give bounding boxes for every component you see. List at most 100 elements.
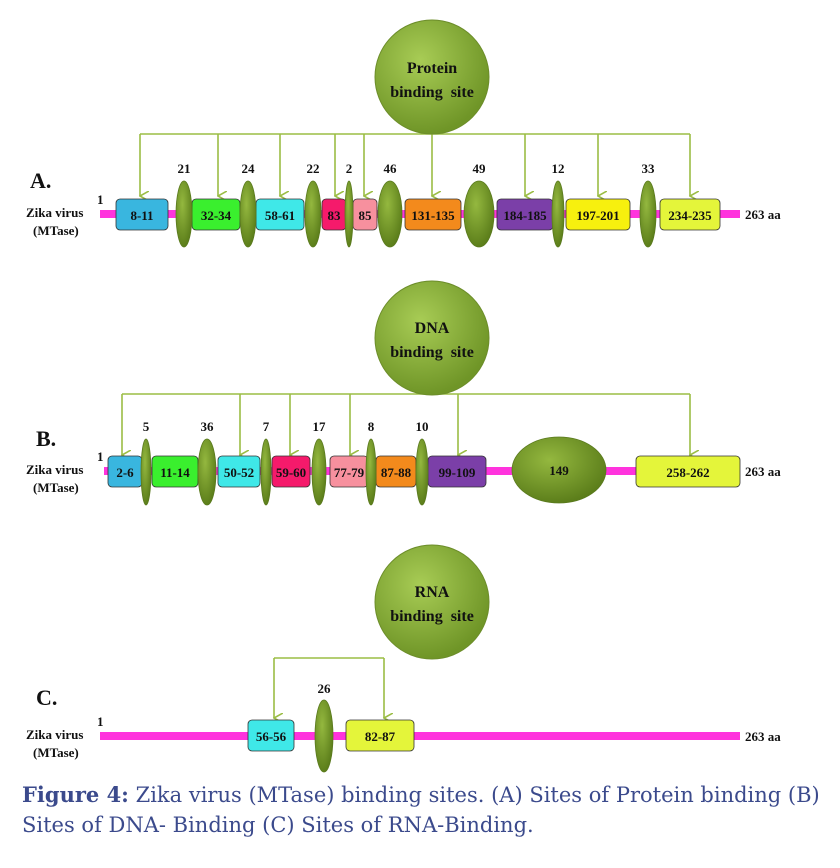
seq-sub: (MTase): [33, 223, 79, 238]
svg-text:5: 5: [143, 419, 150, 434]
panel-dna: DNA binding site B. 1 263 aa Zika virus …: [26, 280, 781, 506]
seq-sub: (MTase): [33, 480, 79, 495]
svg-text:83: 83: [328, 208, 342, 223]
svg-text:77-79: 77-79: [334, 465, 365, 480]
site-box: 2-6: [107, 455, 143, 488]
site-ellipse: 26: [314, 681, 334, 773]
site-box: 8-11: [115, 198, 169, 231]
svg-text:197-201: 197-201: [576, 208, 619, 223]
panel-label: A.: [30, 168, 51, 193]
site-box: 85: [352, 198, 378, 231]
seq-name: Zika virus: [26, 727, 83, 742]
svg-text:33: 33: [642, 161, 656, 176]
svg-text:24: 24: [242, 161, 256, 176]
site-ellipse: 17: [311, 419, 327, 506]
title-line1: Protein: [407, 60, 457, 77]
title-line2: binding site: [390, 84, 474, 101]
svg-text:22: 22: [307, 161, 320, 176]
svg-text:46: 46: [384, 161, 398, 176]
site-box: 82-87: [345, 719, 415, 752]
caption-label: Figure 4:: [22, 782, 129, 807]
site-ellipse: 21: [175, 161, 193, 248]
site-box: 99-109: [427, 455, 487, 488]
title-line2: binding site: [390, 608, 474, 625]
caption-text: Zika virus (MTase) binding sites. (A) Si…: [22, 783, 820, 837]
svg-text:184-185: 184-185: [503, 208, 547, 223]
site-box: 131-135: [404, 198, 462, 231]
site-ellipse: 33: [639, 161, 657, 248]
binding-site-diagram: Protein binding site A. 1 263 aa Zika vi…: [26, 19, 781, 773]
svg-text:149: 149: [549, 463, 569, 478]
site-ellipse: 8: [365, 419, 377, 506]
svg-text:131-135: 131-135: [411, 208, 455, 223]
site-box: 59-60: [271, 455, 311, 488]
figure-caption: Figure 4: Zika virus (MTase) binding sit…: [22, 780, 822, 840]
site-box: 184-185: [496, 198, 554, 231]
svg-text:82-87: 82-87: [365, 729, 396, 744]
svg-text:87-88: 87-88: [381, 465, 412, 480]
start-number: 1: [97, 192, 104, 207]
svg-text:11-14: 11-14: [160, 465, 190, 480]
site-ellipse: 5: [140, 419, 152, 506]
site-ellipse: 24: [239, 161, 257, 248]
svg-text:85: 85: [359, 208, 373, 223]
end-label: 263 aa: [745, 464, 781, 479]
title-line1: DNA: [415, 320, 450, 337]
svg-text:26: 26: [318, 681, 332, 696]
svg-text:36: 36: [201, 419, 215, 434]
connector-lines: [140, 120, 690, 196]
svg-text:7: 7: [263, 419, 270, 434]
site-ellipse: 49: [463, 161, 495, 248]
svg-text:50-52: 50-52: [224, 465, 254, 480]
start-number: 1: [97, 449, 104, 464]
site-box: 50-52: [217, 455, 261, 488]
site-box: 32-34: [191, 198, 241, 231]
sequence-line: [100, 732, 740, 740]
site-box: 258-262: [635, 455, 741, 488]
site-box: 58-61: [255, 198, 305, 231]
svg-text:59-60: 59-60: [276, 465, 306, 480]
site-ellipse: 2: [344, 161, 354, 248]
panel-rna: RNA binding site C. 1 263 aa Zika virus …: [26, 544, 781, 773]
svg-text:8: 8: [368, 419, 375, 434]
site-box: 11-14: [151, 455, 199, 488]
seq-name: Zika virus: [26, 205, 83, 220]
svg-text:234-235: 234-235: [668, 208, 712, 223]
site-ellipse: 36: [197, 419, 217, 506]
panel-label: B.: [36, 426, 56, 451]
end-label: 263 aa: [745, 207, 781, 222]
title-circle: [374, 19, 490, 135]
title-circle: [374, 280, 490, 396]
site-box: 77-79: [329, 455, 369, 488]
site-box: 234-235: [659, 198, 721, 231]
site-ellipse: 7: [260, 419, 272, 506]
site-ellipse: 12: [552, 161, 565, 248]
svg-text:258-262: 258-262: [666, 465, 709, 480]
end-label: 263 aa: [745, 729, 781, 744]
title-line1: RNA: [415, 584, 450, 601]
panel-protein: Protein binding site A. 1 263 aa Zika vi…: [26, 19, 781, 248]
svg-text:12: 12: [552, 161, 565, 176]
svg-text:8-11: 8-11: [130, 208, 153, 223]
site-box: 197-201: [565, 198, 631, 231]
connector-lines: [274, 650, 433, 718]
site-ellipse: 22: [304, 161, 322, 248]
svg-text:58-61: 58-61: [265, 208, 295, 223]
site-box: 83: [321, 198, 347, 231]
svg-text:56-56: 56-56: [256, 729, 287, 744]
svg-text:17: 17: [313, 419, 327, 434]
site-box: 87-88: [375, 455, 417, 488]
svg-text:10: 10: [416, 419, 429, 434]
title-line2: binding site: [390, 344, 474, 361]
svg-text:2-6: 2-6: [116, 465, 134, 480]
site-box: 56-56: [247, 719, 295, 752]
svg-text:2: 2: [346, 161, 353, 176]
site-ellipse: 46: [377, 161, 403, 248]
svg-text:32-34: 32-34: [201, 208, 232, 223]
seq-sub: (MTase): [33, 745, 79, 760]
svg-text:49: 49: [473, 161, 487, 176]
seq-name: Zika virus: [26, 462, 83, 477]
panel-label: C.: [36, 685, 57, 710]
svg-text:21: 21: [178, 161, 191, 176]
title-circle: [374, 544, 490, 660]
